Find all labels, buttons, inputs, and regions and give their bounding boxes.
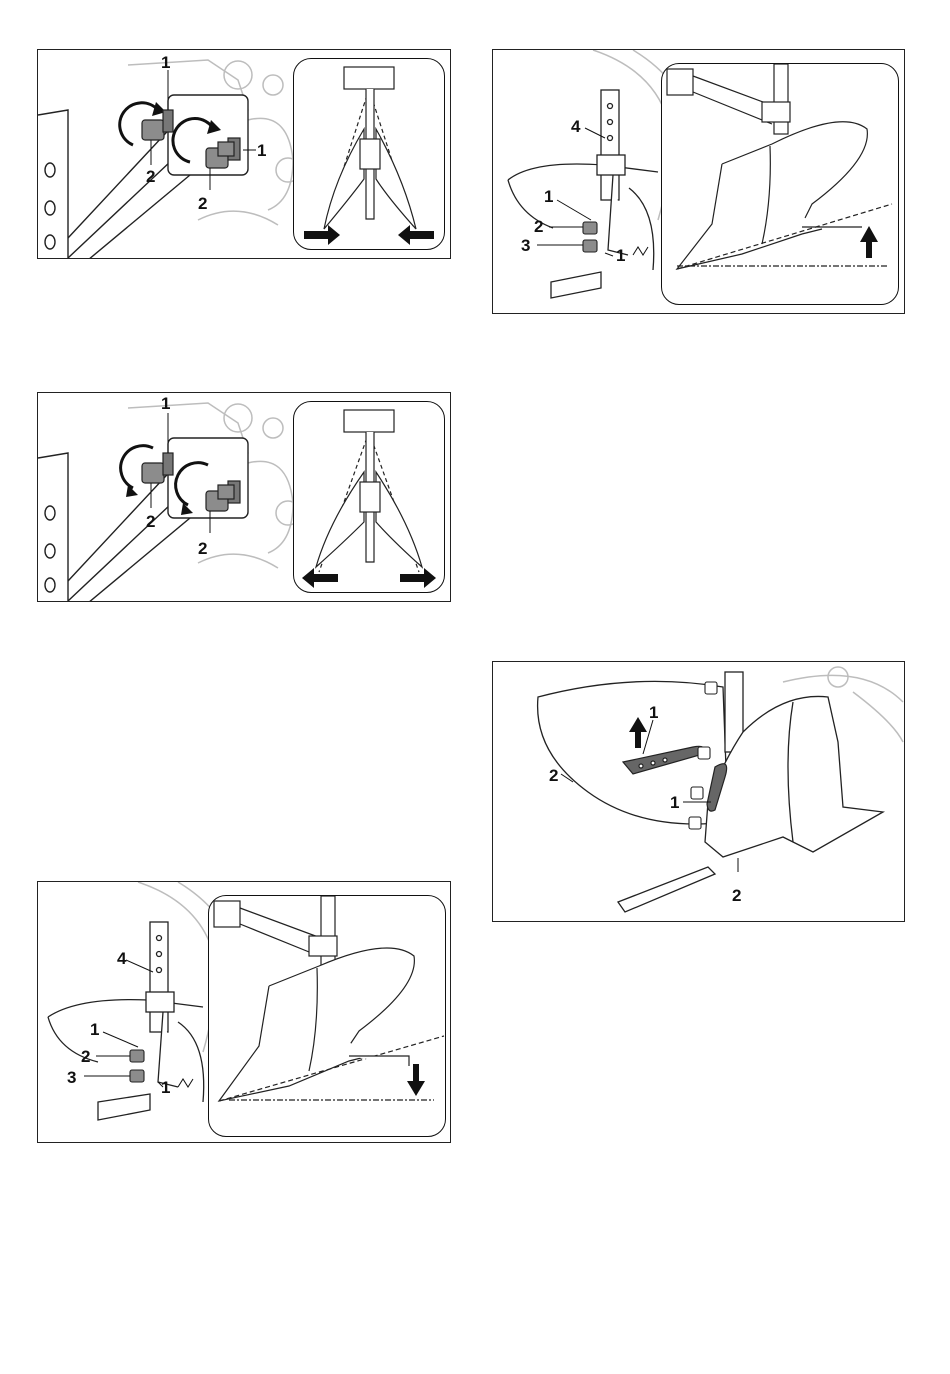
callout-2-left: 2 <box>549 767 558 784</box>
callout-2-left: 2 <box>146 168 155 185</box>
figure-4-panel: 4 1 2 3 1 <box>492 49 905 314</box>
callout-3: 3 <box>67 1069 76 1086</box>
callout-1-lower: 1 <box>161 1079 170 1096</box>
callout-2: 2 <box>81 1048 90 1065</box>
callout-1-lower: 1 <box>670 794 679 811</box>
figure-1-panel: 1 2 2 1 <box>37 49 451 259</box>
callout-4: 4 <box>117 950 126 967</box>
plough-top-view-outward <box>294 402 444 592</box>
figure-5-panel: 1 2 1 2 <box>492 661 905 922</box>
plough-top-view-inward <box>294 59 444 249</box>
callout-2-left: 2 <box>146 513 155 530</box>
callout-1-upper: 1 <box>544 188 553 205</box>
callout-2: 2 <box>534 218 543 235</box>
figure-3-inset <box>208 895 446 1137</box>
callout-1-upper: 1 <box>90 1021 99 1038</box>
plough-side-view-raised <box>662 64 898 304</box>
callout-1-right: 1 <box>257 142 266 159</box>
callout-2-right: 2 <box>198 195 207 212</box>
figure-1-inset <box>293 58 445 250</box>
figure-2-inset <box>293 401 445 593</box>
callout-1-top: 1 <box>161 395 170 412</box>
figure-5-drawing <box>493 662 905 922</box>
figure-3-panel: 4 1 2 3 1 <box>37 881 451 1143</box>
callout-2-bottom: 2 <box>732 887 741 904</box>
figure-4-inset <box>661 63 899 305</box>
callout-1-lower: 1 <box>616 247 625 264</box>
plough-side-view-lower <box>209 896 445 1136</box>
callout-3: 3 <box>521 237 530 254</box>
callout-1-top: 1 <box>161 54 170 71</box>
callout-4: 4 <box>571 118 580 135</box>
figure-2-panel: 1 2 2 <box>37 392 451 602</box>
callout-1-handle: 1 <box>649 704 658 721</box>
callout-2-right: 2 <box>198 540 207 557</box>
